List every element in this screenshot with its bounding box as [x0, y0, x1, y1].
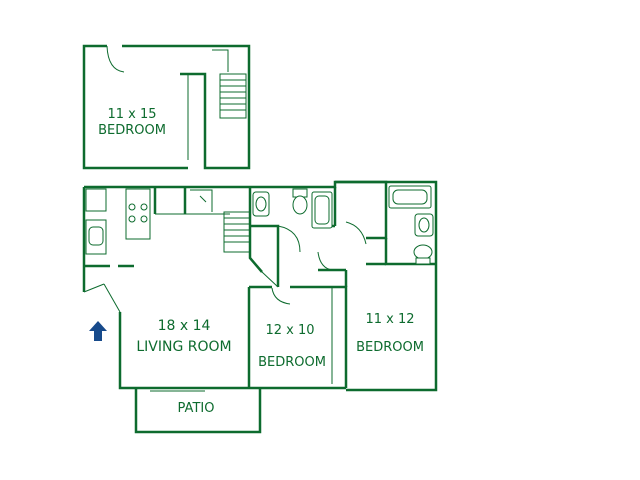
- upper-floor: [82, 44, 251, 170]
- upper-stairs: [212, 49, 247, 119]
- right-bedroom-name: BEDROOM: [356, 340, 424, 355]
- living-room-size: 18 x 14: [158, 318, 211, 334]
- main-stairs: [190, 189, 251, 253]
- entry-arrow-icon: [89, 321, 107, 341]
- main-floor: [82, 180, 438, 434]
- upstairs-bedroom-size: 11 x 15: [107, 107, 156, 122]
- living-room-name: LIVING ROOM: [136, 339, 231, 355]
- middle-bedroom-name: BEDROOM: [258, 355, 326, 370]
- right-bedroom-size: 11 x 12: [365, 312, 414, 327]
- patio-area: [134, 388, 262, 434]
- patio-label: PATIO: [178, 401, 215, 416]
- kitchen: [85, 188, 151, 255]
- middle-bedroom-size: 12 x 10: [265, 323, 314, 338]
- bath-1: [252, 188, 333, 229]
- bath-2: [335, 180, 436, 266]
- upstairs-bedroom-name: BEDROOM: [98, 123, 166, 138]
